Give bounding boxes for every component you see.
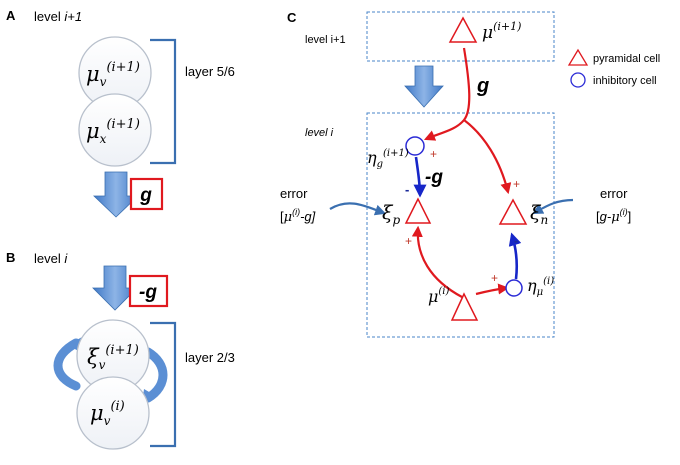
pyramidal-xi-p — [404, 197, 432, 224]
pyramidal-mu-lower — [450, 292, 479, 321]
eta-mu-label: ημ(i) — [527, 276, 554, 298]
error-left-term: [μ(i)-g] — [280, 207, 316, 225]
panel-b: B level i -g ξv(i+1) μv(i) layer 2/3 — [6, 250, 235, 450]
error-right-title: error — [600, 186, 628, 201]
legend-inhibitory-label: inhibitory cell — [593, 75, 657, 87]
node-mu-x-upper — [78, 93, 152, 167]
layer-2-3-label: layer 2/3 — [185, 350, 235, 365]
down-arrow-b — [92, 265, 138, 311]
node-mu-v-lower-label: μv(i) — [90, 399, 125, 428]
node-xi-v-upper-label: ξv(i+1) — [87, 343, 139, 372]
panel-a-label: A — [6, 8, 16, 23]
legend-pyramidal-icon — [567, 48, 589, 66]
loop-arrow-left — [53, 338, 81, 391]
down-arrow-c — [404, 65, 444, 108]
level-lower-label: level i — [305, 127, 334, 139]
inhibitory-eta-g — [405, 136, 425, 156]
minus-sign-xi-p: - — [405, 182, 409, 197]
panel-a-level-label: level i+1 — [34, 9, 82, 24]
node-mu-v-upper-label: μv(i+1) — [86, 60, 140, 89]
edge-eta-mu-to-xi-n — [508, 232, 522, 280]
legend-pyramidal-label: pyramidal cell — [593, 53, 660, 65]
error-left-arrow — [329, 202, 387, 216]
eta-g-label: ηg(i+1) — [367, 148, 409, 170]
mu-upper-label: μ(i+1) — [482, 20, 521, 43]
panel-a: A level i+1 μv(i+1) μx(i+1) layer 5/6 g — [6, 8, 235, 218]
edge-mu-lower-to-eta-mu — [475, 283, 510, 296]
inhibitory-eta-mu — [505, 279, 523, 297]
neg-g-input-label: -g — [139, 282, 157, 303]
g-output-label: g — [139, 185, 152, 206]
edge-eta-g-to-xi-p — [413, 156, 427, 198]
level-upper-box — [366, 11, 555, 62]
level-lower-box — [366, 112, 555, 338]
node-mu-x-upper-label: μx(i+1) — [86, 117, 140, 146]
error-left-title: error — [280, 186, 308, 201]
loop-arrow-right — [143, 347, 168, 403]
node-mu-v-lower — [76, 376, 150, 450]
panel-b-label: B — [6, 250, 15, 265]
panel-c-label: C — [287, 10, 297, 25]
down-arrow-a — [93, 171, 139, 218]
minus-sign-xi-n-lower: - — [514, 233, 518, 248]
mu-lower-label: μ(i) — [428, 286, 450, 306]
error-right-arrow — [532, 198, 574, 215]
error-right-term: [g-μ(i)] — [596, 207, 631, 225]
panel-c: C level i+1 level i pyramidal cell inhib… — [280, 10, 660, 338]
panel-b-level-label: level i — [34, 251, 68, 266]
pyramidal-mu-upper — [448, 16, 478, 43]
layer-2-3-bracket — [150, 321, 177, 448]
neg-g-input-box — [128, 274, 169, 308]
legend-inhibitory-icon — [570, 72, 586, 88]
xi-p-label: ξp — [382, 202, 400, 227]
neg-g-edge-label: -g — [425, 167, 443, 188]
plus-sign-eta-g: + — [430, 147, 437, 161]
edge-mu-lower-to-xi-p — [411, 225, 463, 298]
edge-mu-upper-to-xi-n — [463, 119, 512, 195]
g-edge-label: g — [476, 75, 489, 97]
g-output-box — [129, 177, 164, 211]
xi-n-label: ξn — [530, 202, 548, 227]
layer-5-6-bracket — [150, 38, 177, 165]
plus-sign-xi-n: + — [513, 177, 520, 191]
level-upper-label: level i+1 — [305, 34, 346, 46]
pyramidal-xi-n — [498, 198, 528, 225]
plus-sign-eta-mu: + — [491, 271, 498, 285]
plus-sign-xi-p-lower: + — [405, 234, 412, 248]
layer-5-6-label: layer 5/6 — [185, 64, 235, 79]
